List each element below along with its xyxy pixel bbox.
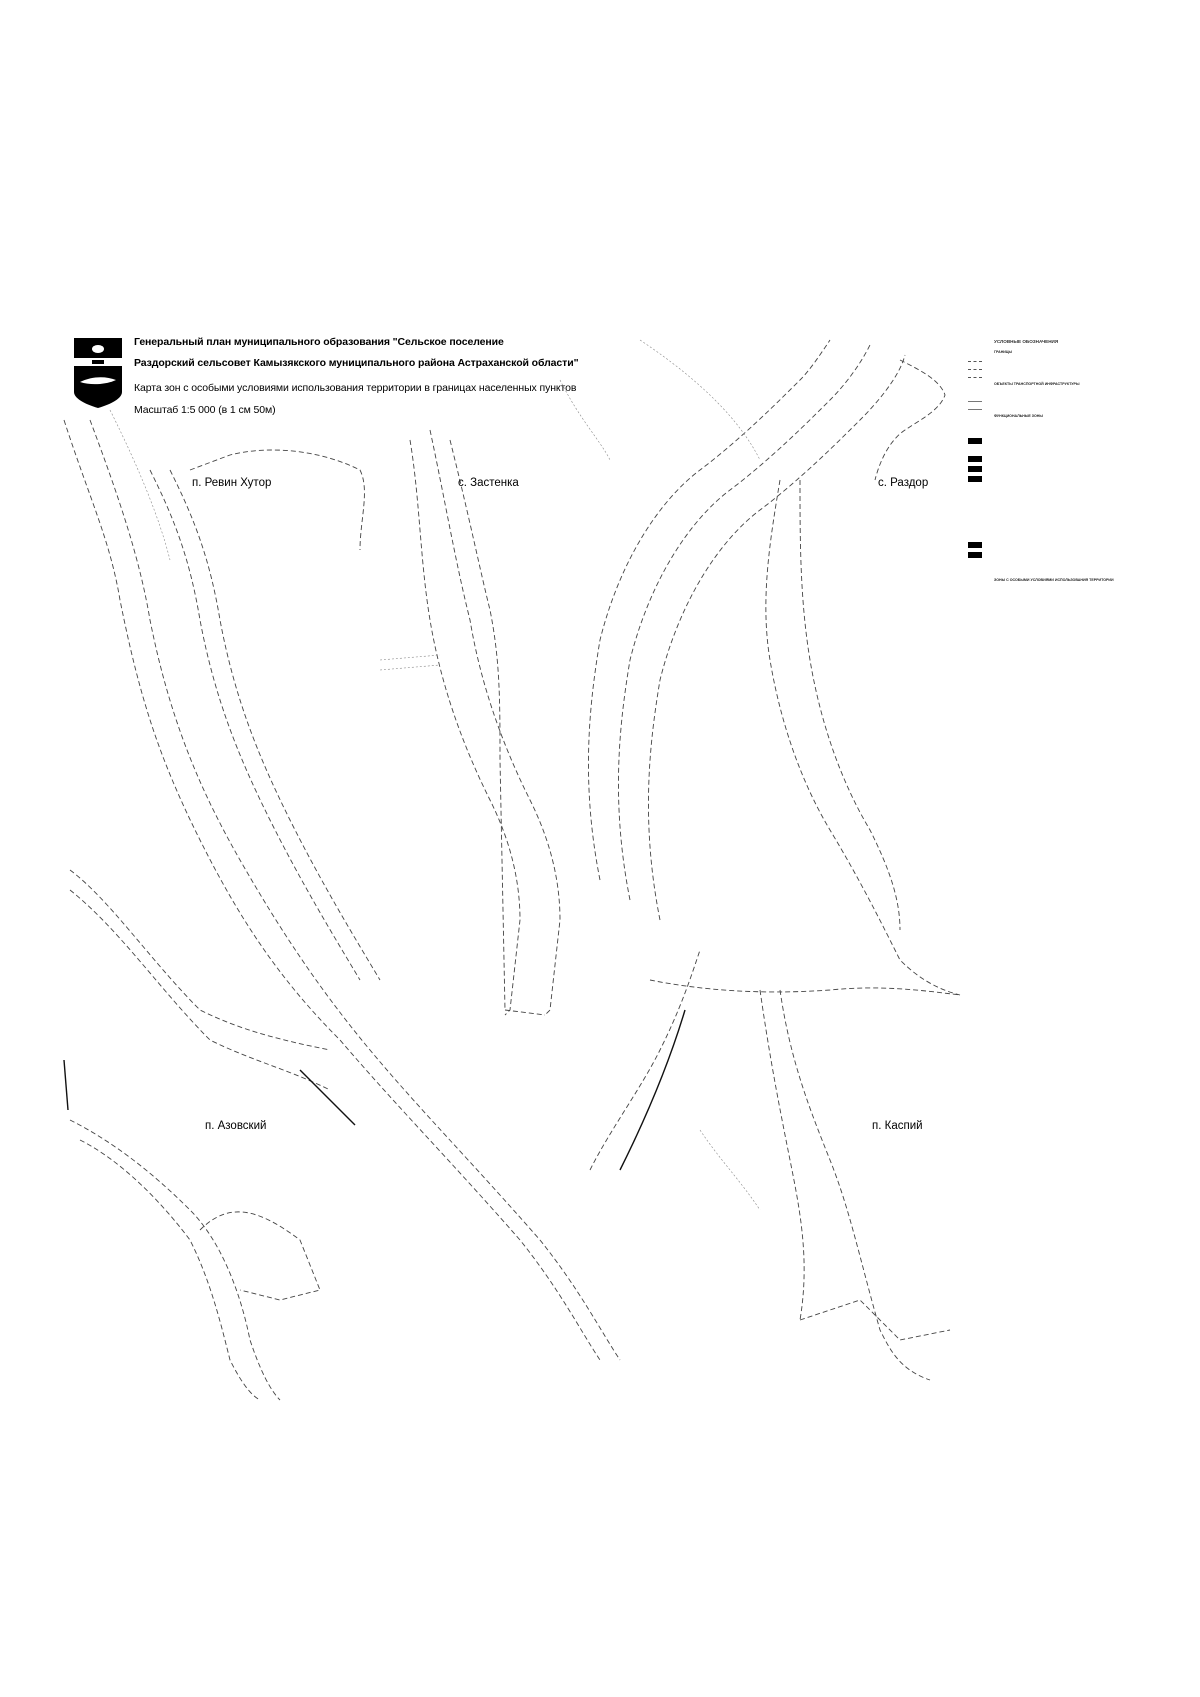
legend-swatch	[968, 456, 982, 462]
settlement-boundary	[69, 869, 331, 1051]
legend-item	[968, 406, 1168, 412]
legend-item	[968, 494, 1168, 500]
legend-item	[968, 534, 1168, 540]
legend-item	[968, 438, 1168, 444]
legend-text: ГРАНИЦЫ	[994, 350, 1013, 354]
settlement-boundary	[199, 1211, 321, 1301]
map-subtitle: Карта зон с особыми условиями использова…	[134, 382, 577, 394]
map-title-line-1: Генеральный план муниципального образова…	[134, 336, 504, 348]
legend-item	[968, 510, 1168, 516]
legend-item	[968, 456, 1168, 462]
legend-item	[968, 398, 1168, 404]
legend-item	[968, 526, 1168, 532]
road-line	[699, 1129, 761, 1211]
settlement-boundary	[189, 449, 365, 551]
legend-item	[968, 374, 1168, 380]
legend-swatch	[968, 542, 982, 548]
legend-swatch	[968, 466, 982, 472]
legend-item	[968, 552, 1168, 558]
legend-item	[968, 518, 1168, 524]
coat-of-arms-icon	[72, 336, 124, 408]
road-line	[639, 339, 761, 461]
river-bank-line	[618, 344, 871, 901]
settlement-boundary	[874, 359, 946, 481]
legend-item	[968, 366, 1168, 372]
settlement-boundary	[799, 1299, 951, 1341]
settlement-boundary	[589, 949, 701, 1171]
legend-swatch	[968, 361, 982, 362]
river-bank-line	[89, 419, 621, 1361]
legend-item	[968, 562, 1168, 568]
legend-text: ФУНКЦИОНАЛЬНЫЕ ЗОНЫ	[994, 414, 1043, 418]
legend-item: ФУНКЦИОНАЛЬНЫЕ ЗОНЫ	[968, 414, 1168, 420]
legend-item	[968, 570, 1168, 576]
settlement-boundary	[449, 439, 506, 1011]
dike-line	[63, 1059, 69, 1111]
river-bank-line	[588, 339, 831, 881]
settlement-boundary	[504, 1009, 546, 1016]
settlement-boundary	[649, 979, 961, 996]
settlement-boundary	[149, 469, 361, 981]
legend-item	[968, 502, 1168, 508]
legend-swatch	[968, 409, 982, 410]
legend-swatch	[968, 369, 982, 370]
settlement-boundary	[79, 1139, 261, 1401]
legend-swatch	[968, 476, 982, 482]
place-label-revin-khutor: п. Ревин Хутор	[192, 477, 272, 489]
road-line	[109, 409, 171, 561]
legend-item	[968, 476, 1168, 482]
place-label-zastenka: с. Застенка	[458, 477, 519, 489]
legend-text: ЗОНЫ С ОСОБЫМИ УСЛОВИЯМИ ИСПОЛЬЗОВАНИЯ Т…	[994, 578, 1114, 582]
settlement-boundary	[759, 989, 805, 1321]
legend-item: ОБЪЕКТЫ ТРАНСПОРТНОЙ ИНФРАСТРУКТУРЫ	[968, 382, 1168, 388]
legend-item	[968, 422, 1168, 428]
river-bank-line	[63, 419, 601, 1361]
legend-item	[968, 466, 1168, 472]
legend-item	[968, 430, 1168, 436]
place-label-azovskiy: п. Азовский	[205, 1120, 267, 1132]
legend-item	[968, 448, 1168, 454]
legend-swatch	[968, 438, 982, 444]
settlement-boundary	[799, 479, 901, 931]
settlement-boundary	[169, 469, 381, 981]
legend-swatch	[968, 552, 982, 558]
legend-item	[968, 486, 1168, 492]
legend-item	[968, 542, 1168, 548]
map-title-line-2: Раздорский сельсовет Камызякского муници…	[134, 357, 579, 369]
place-label-razdor: с. Раздор	[878, 477, 929, 489]
legend-item: ЗОНЫ С ОСОБЫМИ УСЛОВИЯМИ ИСПОЛЬЗОВАНИЯ Т…	[968, 578, 1168, 584]
legend-item	[968, 390, 1168, 396]
legend-swatch	[968, 401, 982, 402]
legend-item	[968, 358, 1168, 364]
legend-item: ГРАНИЦЫ	[968, 350, 1168, 356]
legend-title: УСЛОВНЫЕ ОБОЗНАЧЕНИЯ	[994, 339, 1059, 344]
map-scale: Масштаб 1:5 000 (в 1 см 50м)	[134, 404, 276, 416]
settlement-boundary	[409, 439, 521, 1016]
road-line	[379, 654, 441, 671]
settlement-boundary	[69, 889, 331, 1091]
settlement-boundary	[779, 989, 931, 1381]
settlement-boundary	[429, 429, 561, 1016]
road-line	[559, 379, 611, 461]
river-bank-line	[648, 354, 906, 921]
dike-line	[619, 1009, 686, 1171]
place-label-kaspiy: п. Каспий	[872, 1120, 923, 1132]
legend-swatch	[968, 377, 982, 378]
settlement-boundary	[765, 479, 961, 996]
dike-line	[299, 1069, 356, 1126]
legend-text: ОБЪЕКТЫ ТРАНСПОРТНОЙ ИНФРАСТРУКТУРЫ	[994, 382, 1080, 386]
settlement-boundary	[69, 1119, 281, 1401]
